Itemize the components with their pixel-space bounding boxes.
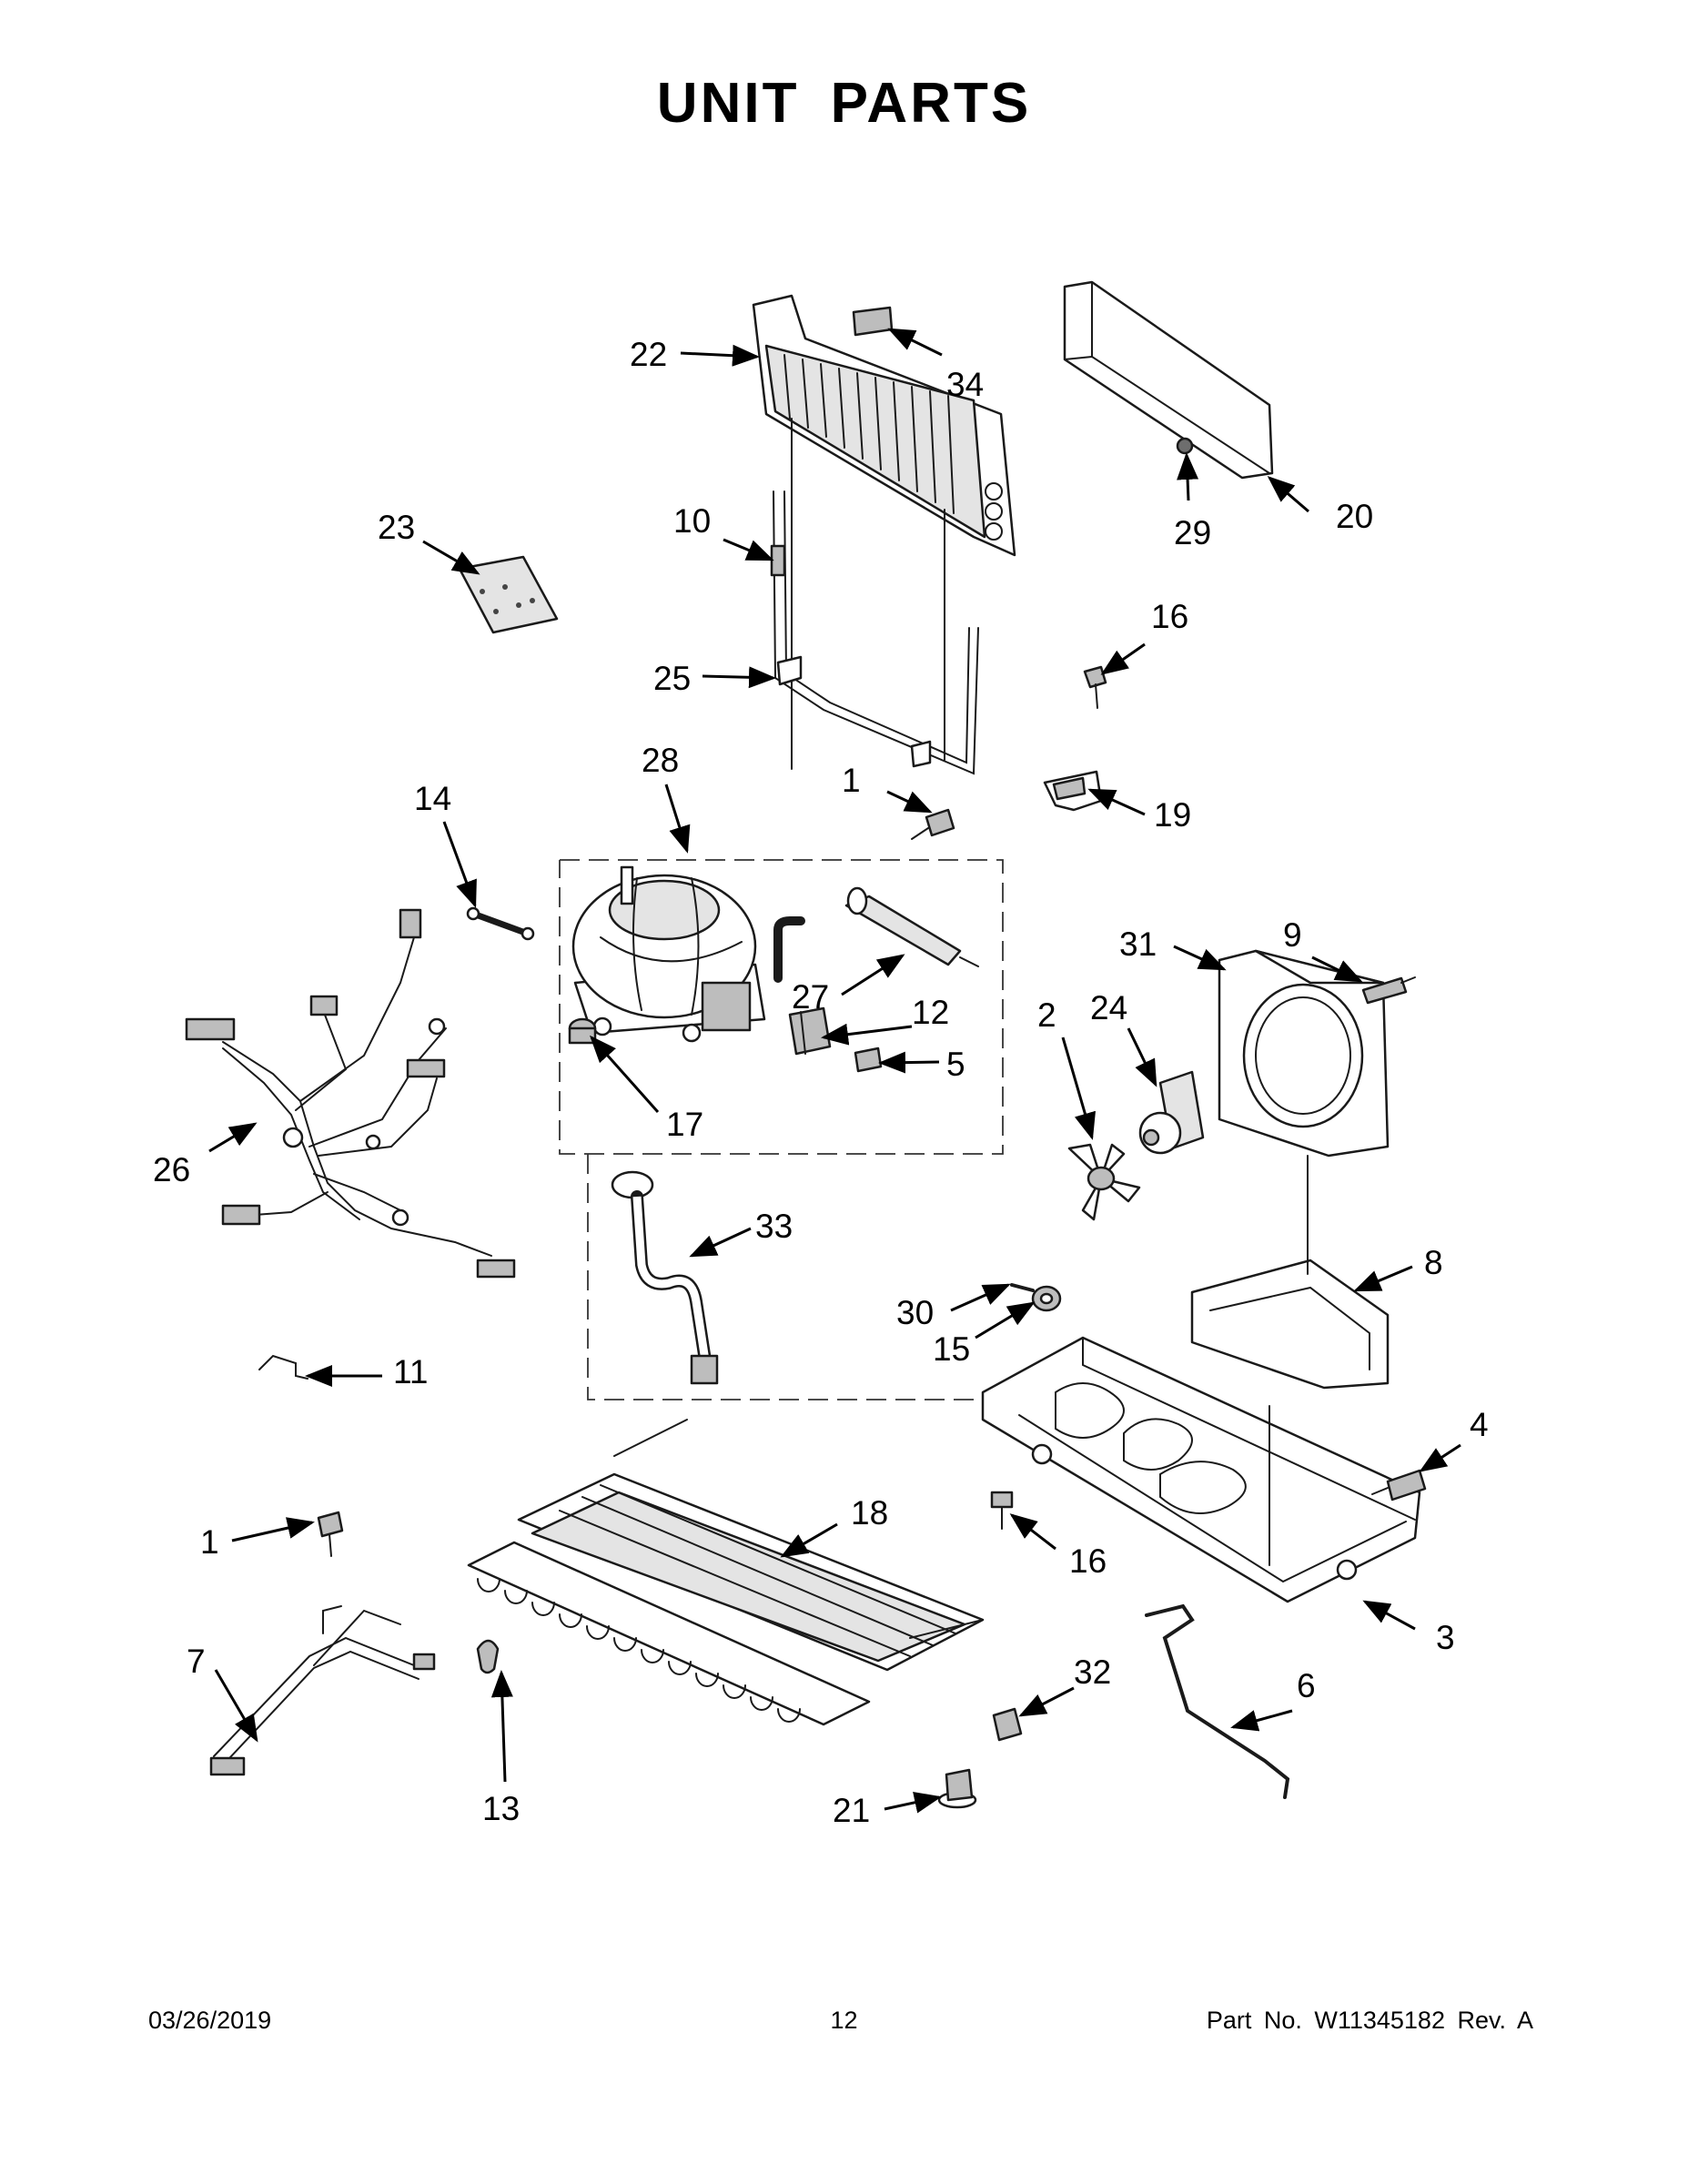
- screw-left-part: [317, 1511, 344, 1557]
- fan-screw-part: [1361, 976, 1416, 1005]
- callout-33: 33: [755, 1208, 793, 1245]
- footer-page-number: 12: [830, 2007, 858, 2034]
- callout-32: 32: [1074, 1653, 1111, 1691]
- duct-cover-part: [1063, 280, 1274, 480]
- callout-27: 27: [792, 978, 829, 1016]
- fan-blade-part: [1067, 1143, 1141, 1221]
- evaporator-coil-part: [752, 294, 1016, 770]
- callout-11: 11: [393, 1353, 428, 1390]
- callout-17: 17: [666, 1106, 703, 1143]
- condenser-part: [467, 1419, 985, 1726]
- wire-clip-part: [258, 1354, 308, 1380]
- callout-34: 34: [946, 366, 984, 403]
- callout-16a: 16: [1151, 598, 1188, 635]
- callout-22: 22: [630, 336, 667, 373]
- callout-7: 7: [187, 1643, 206, 1680]
- drain-tube-part: [611, 1170, 719, 1385]
- dryer-part: [844, 886, 979, 967]
- callout-15: 15: [933, 1330, 970, 1368]
- callout-21: 21: [833, 1792, 870, 1829]
- callout-26: 26: [153, 1151, 190, 1188]
- label-pad-part: [852, 306, 894, 337]
- screw-lower-part: [990, 1491, 1014, 1530]
- grommet-32-part: [992, 1707, 1023, 1742]
- fan-shroud-part: [1218, 949, 1390, 1158]
- screw-part: [1083, 665, 1107, 709]
- fan-bracket-part: [1190, 1155, 1390, 1390]
- relay-part: [788, 1006, 832, 1056]
- callout-labels: 22 34 20 29 23 10 25 16 19 28 1 14 31 9 …: [153, 336, 1489, 1829]
- control-board-part: [458, 555, 559, 634]
- page-title: UNIT PARTS: [656, 72, 1032, 135]
- callout-19: 19: [1154, 796, 1191, 834]
- screw-upper-part: [911, 808, 955, 840]
- bushing-part: [1031, 1285, 1062, 1312]
- callout-18: 18: [851, 1494, 888, 1532]
- callout-5: 5: [946, 1046, 965, 1083]
- footer-date: 03/26/2019: [148, 2007, 272, 2034]
- callout-4: 4: [1470, 1406, 1489, 1443]
- callout-30: 30: [896, 1294, 934, 1331]
- base-plate-part: [981, 1336, 1421, 1603]
- callout-16b: 16: [1069, 1542, 1107, 1580]
- callout-28: 28: [642, 742, 679, 779]
- callout-6: 6: [1297, 1667, 1316, 1704]
- callout-25: 25: [653, 660, 691, 697]
- bracket-part: [1043, 770, 1103, 812]
- callout-3: 3: [1436, 1619, 1455, 1656]
- fan-motor-part: [1138, 1070, 1205, 1155]
- wire-harness-part: [185, 908, 516, 1279]
- compressor-group-outline: [559, 859, 1004, 1400]
- callout-13: 13: [482, 1790, 520, 1827]
- callout-24: 24: [1090, 989, 1127, 1026]
- callout-9: 9: [1283, 916, 1302, 954]
- footer-part-number: Part No. W11345182 Rev. A: [1206, 2007, 1533, 2034]
- nut-part: [1176, 437, 1194, 455]
- callout-8: 8: [1424, 1244, 1443, 1281]
- defrost-heater-part: [770, 490, 979, 775]
- valve-part: [937, 1768, 977, 1809]
- callout-14: 14: [414, 780, 451, 817]
- heater-harness-part: [209, 1605, 436, 1776]
- callout-10: 10: [673, 502, 711, 540]
- callout-31: 31: [1119, 925, 1157, 963]
- rod-part: [1145, 1603, 1290, 1799]
- base-screw-part: [1371, 1469, 1427, 1502]
- callout-12: 12: [912, 994, 949, 1031]
- callout-20: 20: [1336, 498, 1373, 535]
- ground-strap-part: [466, 906, 535, 941]
- callout-23: 23: [378, 509, 415, 546]
- callout-1b: 1: [200, 1523, 219, 1561]
- leader-lines: [208, 328, 1461, 1814]
- condenser-clip-part: [476, 1639, 500, 1674]
- grommet-part: [568, 1017, 597, 1045]
- compressor-part: [571, 865, 805, 1043]
- callout-1a: 1: [842, 762, 861, 799]
- callout-2: 2: [1037, 996, 1056, 1034]
- overload-part: [854, 1046, 883, 1073]
- pin-part: [1010, 1283, 1035, 1292]
- callout-29: 29: [1174, 514, 1211, 551]
